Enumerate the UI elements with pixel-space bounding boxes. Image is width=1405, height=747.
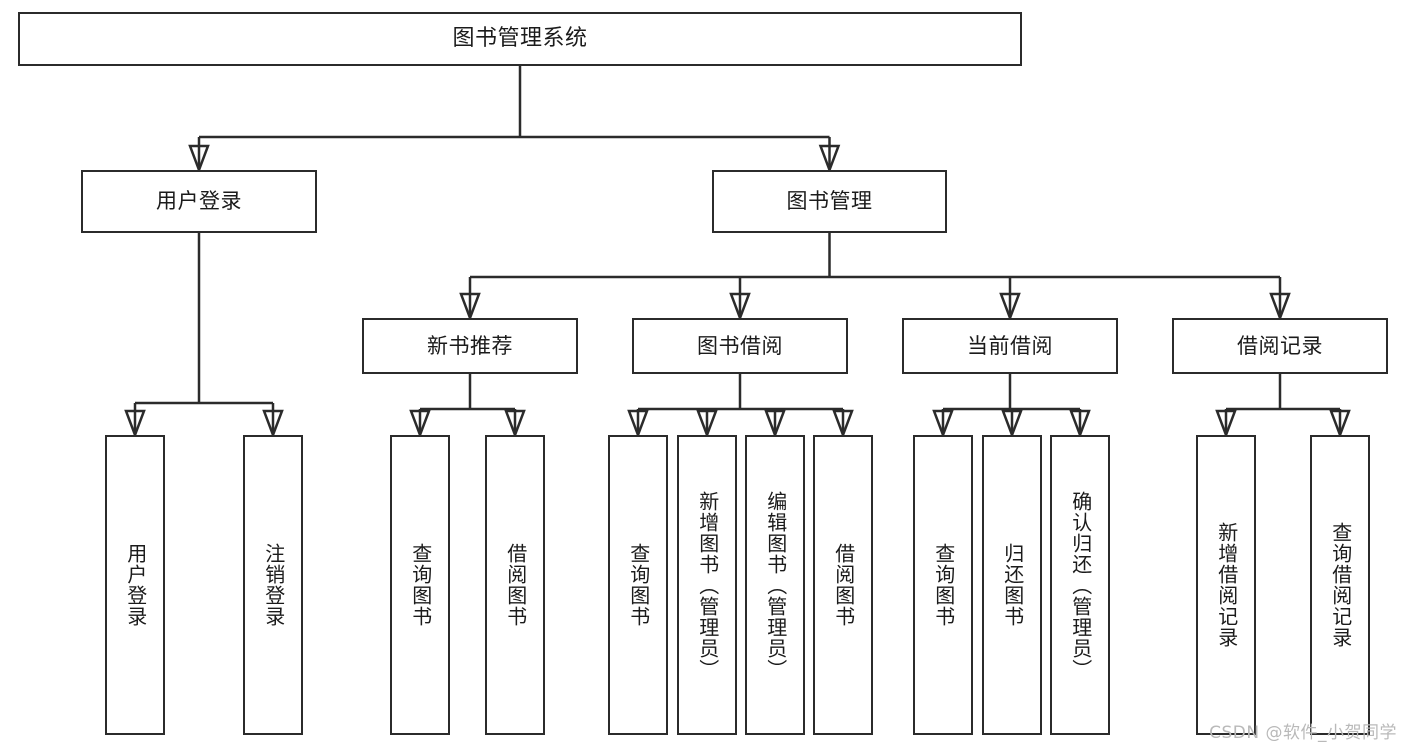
- node-book-manage: 图书管理: [712, 170, 947, 233]
- node-label: 图书管理系统: [452, 26, 588, 52]
- node-label: 借阅记录: [1237, 333, 1323, 358]
- node-label: 当前借阅: [967, 333, 1053, 358]
- node-label: 查询图书: [626, 543, 651, 627]
- node-label: 图书管理: [786, 189, 873, 214]
- node-user-login: 用户登录: [81, 170, 317, 233]
- node-book-borrow: 图书借阅: [632, 318, 848, 374]
- node-leaf-user-login: 用户登录: [105, 435, 165, 735]
- node-label: 归还图书: [1000, 543, 1025, 627]
- node-label: 注销登录: [261, 543, 286, 627]
- node-label: 查询图书: [931, 543, 956, 627]
- node-new-book-recommend: 新书推荐: [362, 318, 578, 374]
- node-label: 新书推荐: [427, 333, 513, 358]
- node-borrow-record: 借阅记录: [1172, 318, 1388, 374]
- node-leaf-query-book-borrow: 查询图书: [608, 435, 668, 735]
- node-label: 借阅图书: [831, 543, 856, 627]
- watermark: CSDN @软件_小贺同学: [1209, 723, 1397, 743]
- node-label: 确认归还（管理员）: [1068, 490, 1093, 680]
- node-label: 新增借阅记录: [1214, 522, 1239, 648]
- node-leaf-add-record: 新增借阅记录: [1196, 435, 1256, 735]
- node-leaf-logout: 注销登录: [243, 435, 303, 735]
- node-leaf-add-book: 新增图书（管理员）: [677, 435, 737, 735]
- node-label: 查询借阅记录: [1328, 522, 1353, 648]
- node-label: 编辑图书（管理员）: [763, 490, 788, 680]
- node-label: 图书借阅: [697, 333, 783, 358]
- node-leaf-confirm-return: 确认归还（管理员）: [1050, 435, 1110, 735]
- node-root: 图书管理系统: [18, 12, 1022, 66]
- node-label: 用户登录: [123, 543, 148, 627]
- node-leaf-borrow-book: 借阅图书: [813, 435, 873, 735]
- node-label: 查询图书: [408, 543, 433, 627]
- node-leaf-query-record: 查询借阅记录: [1310, 435, 1370, 735]
- node-leaf-query-book-cur: 查询图书: [913, 435, 973, 735]
- node-label: 用户登录: [156, 189, 242, 214]
- node-label: 借阅图书: [503, 543, 528, 627]
- node-leaf-borrow-book-rec: 借阅图书: [485, 435, 545, 735]
- node-leaf-query-book-rec: 查询图书: [390, 435, 450, 735]
- node-leaf-return-book: 归还图书: [982, 435, 1042, 735]
- node-leaf-edit-book: 编辑图书（管理员）: [745, 435, 805, 735]
- node-label: 新增图书（管理员）: [695, 490, 720, 680]
- node-current-borrow: 当前借阅: [902, 318, 1118, 374]
